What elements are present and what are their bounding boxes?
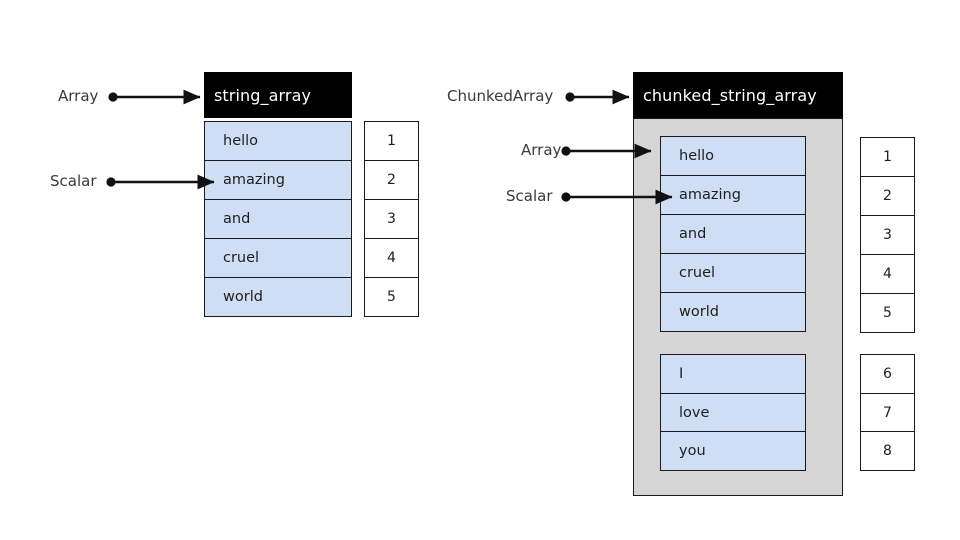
chunk-0-index-cell: 5 xyxy=(861,294,914,332)
left-array-value-stack: hello amazing and cruel world xyxy=(204,121,352,317)
left-array-index-stack: 1 2 3 4 5 xyxy=(364,121,419,317)
chunk-1-index-cell: 6 xyxy=(861,355,914,394)
left-index-cell: 4 xyxy=(365,239,418,278)
connector-left-array xyxy=(108,89,201,105)
chunk-0-index-cell: 2 xyxy=(861,177,914,216)
chunk-0-value-cell: world xyxy=(661,293,805,331)
left-value-cell: hello xyxy=(205,122,351,161)
left-value-cell: cruel xyxy=(205,239,351,278)
chunk-1-value-cell: you xyxy=(661,432,805,471)
left-index-cell: 2 xyxy=(365,161,418,200)
chunk-0-index-cell: 3 xyxy=(861,216,914,255)
chunk-1-index-cell: 7 xyxy=(861,393,914,433)
left-value-cell: and xyxy=(205,200,351,239)
left-array-header: string_array xyxy=(204,72,352,118)
chunk-0-value-cell: and xyxy=(661,215,805,254)
chunk-0-value-cell: hello xyxy=(661,137,805,176)
chunk-0-index-stack: 1 2 3 4 5 xyxy=(860,137,915,333)
chunk-1-index-stack: 6 7 8 xyxy=(860,354,915,471)
right-annotation-scalar-label: Scalar xyxy=(506,187,553,205)
chunk-0-index-cell: 1 xyxy=(861,138,914,177)
chunk-0-value-stack: hello amazing and cruel world xyxy=(660,136,806,332)
chunk-0-index-cell: 4 xyxy=(861,255,914,294)
left-annotation-scalar-label: Scalar xyxy=(50,172,97,190)
chunk-1-index-cell: 8 xyxy=(861,432,914,471)
chunk-1-value-cell: love xyxy=(661,393,805,433)
connector-right-chunkedarray xyxy=(565,89,630,105)
chunk-1-value-cell: I xyxy=(661,355,805,394)
left-value-cell: world xyxy=(205,278,351,316)
right-annotation-chunkedarray-label: ChunkedArray xyxy=(447,87,554,105)
chunk-0-value-cell: amazing xyxy=(661,176,805,215)
left-index-cell: 3 xyxy=(365,200,418,239)
chunk-0-value-cell: cruel xyxy=(661,254,805,293)
right-chunkedarray-header: chunked_string_array xyxy=(633,72,843,118)
left-index-cell: 5 xyxy=(365,278,418,316)
left-index-cell: 1 xyxy=(365,122,418,161)
connector-left-scalar xyxy=(106,174,215,190)
right-annotation-array-label: Array xyxy=(521,141,562,159)
left-annotation-array-label: Array xyxy=(58,87,99,105)
chunk-1-value-stack: I love you xyxy=(660,354,806,471)
left-value-cell: amazing xyxy=(205,161,351,200)
